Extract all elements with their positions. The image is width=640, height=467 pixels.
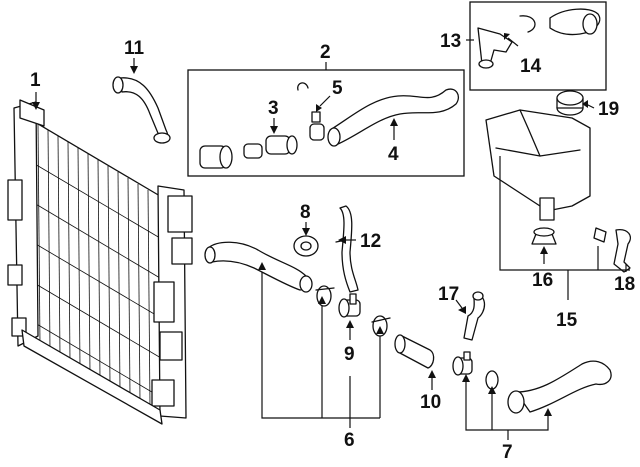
callout-19: 19 [598,99,619,120]
callout-10: 10 [420,392,441,413]
radiator-part [7,99,193,425]
callout-7: 7 [502,442,513,463]
sensor-box [469,1,607,91]
callout-9: 9 [344,344,355,365]
hose-part-7-17 [452,291,612,414]
radiator-hose-part-11 [112,76,171,144]
callout-3: 3 [268,98,279,119]
callout-4: 4 [388,144,399,165]
callout-13: 13 [440,31,461,52]
callout-6: 6 [344,430,355,451]
callout-12: 12 [360,231,381,252]
callout-11: 11 [124,38,145,59]
leader-lines [32,33,630,440]
callout-14: 14 [520,56,542,77]
callout-17: 17 [438,284,459,305]
callout-16: 16 [532,270,553,291]
hose-part-6 [204,241,313,293]
callout-8: 8 [300,202,311,223]
hose-assembly-box [187,69,465,177]
callout-1: 1 [30,70,41,91]
callout-15: 15 [556,310,578,331]
callout-18: 18 [614,274,635,295]
hose-part-10 [394,334,435,369]
callout-labels: 1 2 3 4 5 6 7 8 9 10 11 12 13 14 15 16 1… [30,31,635,463]
callout-2: 2 [320,42,331,63]
coolant-reservoir-part [485,90,631,273]
callout-5: 5 [332,78,343,99]
